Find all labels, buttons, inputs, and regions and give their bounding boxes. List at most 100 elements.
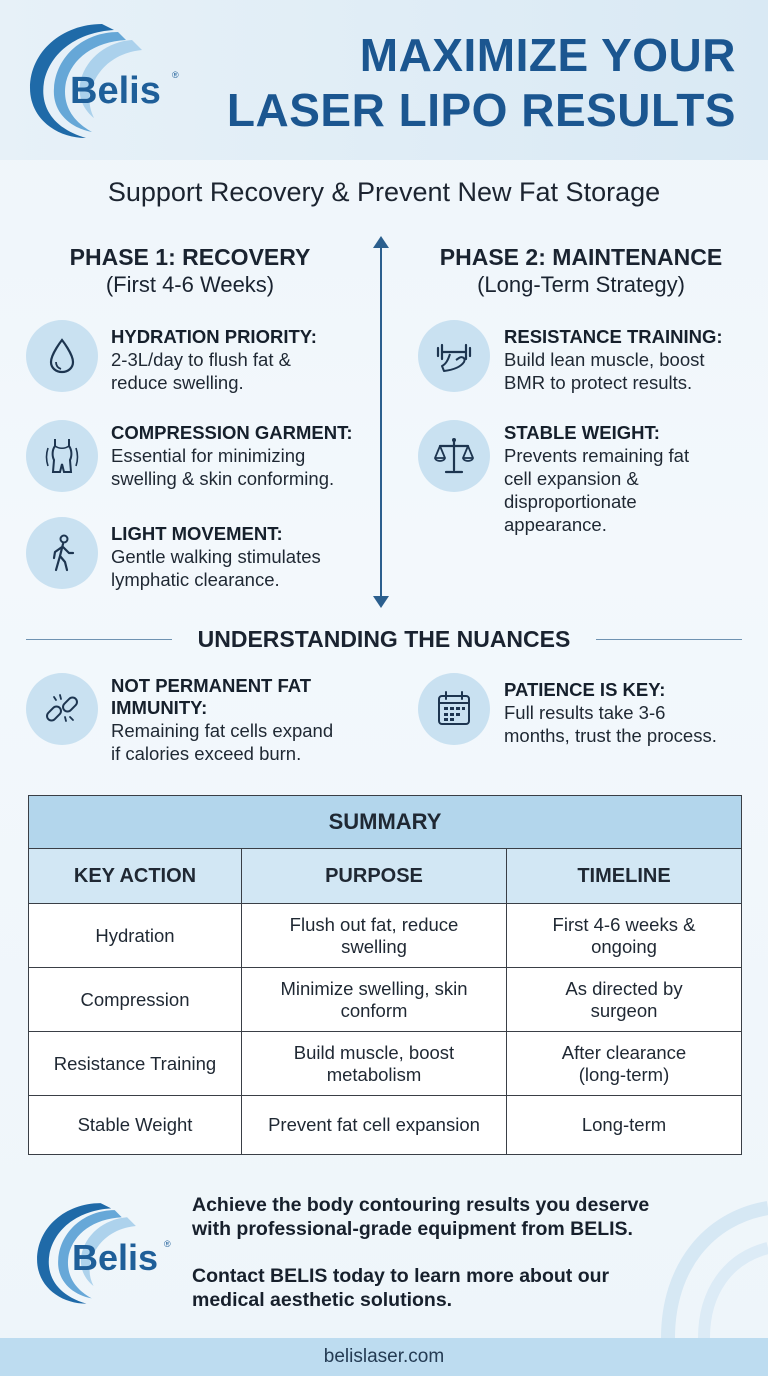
main-title: MAXIMIZE YOUR LASER LIPO RESULTS [176,28,736,138]
brand-logo: Belis ® [22,18,192,142]
cell-line: ongoing [591,935,657,957]
cell-action: Resistance Training [28,1031,242,1096]
cell-line: metabolism [326,1063,422,1085]
cell-line: Build muscle, boost [293,1041,455,1063]
item-body: Essential for minimizing swelling & skin… [111,444,334,490]
phase2-subtitle: (Long-Term Strategy) [477,272,685,297]
summary-title: SUMMARY [28,795,742,849]
cell-timeline: Long-term [506,1095,742,1155]
item-body-line: reduce swelling. [111,372,244,393]
column-header-purpose: PURPOSE [241,848,507,904]
main-title-line-1: MAXIMIZE YOUR [359,29,736,81]
item-body-line: Prevents remaining fat [504,445,690,466]
item-title: LIGHT MOVEMENT: [111,523,283,544]
footer-decorative-arcs-icon [661,1201,768,1338]
water-drop-icon [26,320,98,392]
item-body-line: swelling & skin conforming. [111,468,335,489]
item-body-line: Build lean muscle, boost [504,349,705,370]
item-title-line: NOT PERMANENT FAT [111,675,312,696]
item-title: HYDRATION PRIORITY: [111,326,317,347]
item-body-line: Gentle walking stimulates [111,546,321,567]
item-body-line: months, trust the process. [504,725,717,746]
item-body-line: BMR to protect results. [504,372,693,393]
cell-action: Compression [28,967,242,1032]
cell-line: conform [340,999,408,1021]
item-title-line: IMMUNITY: [111,697,208,718]
item-body: 2-3L/day to flush fat & reduce swelling. [111,348,291,394]
item-body-line: Remaining fat cells expand [111,720,334,741]
logo-swirl-icon [30,24,142,138]
cta-line: medical aesthetic solutions. [192,1289,453,1311]
header-banner: Belis ® MAXIMIZE YOUR LASER LIPO RESULTS [0,0,768,160]
logo-swirl-icon [37,1203,136,1304]
item-body: Remaining fat cells expand if calories e… [111,719,333,765]
nuance-line-right [596,639,742,640]
item-body: Prevents remaining fat cell expansion & … [504,444,689,536]
divider-arrow-down-icon [373,596,389,608]
cta-text-1: Achieve the body contouring results you … [192,1193,649,1241]
phase2-item-stable-weight: STABLE WEIGHT: Prevents remaining fat ce… [418,420,748,540]
cell-line: Long-term [581,1114,667,1135]
item-body: Gentle walking stimulates lymphatic clea… [111,545,321,591]
footer-brand-logo: Belis ® [30,1195,180,1310]
phase-divider [380,244,382,600]
footer-bar [0,1338,768,1376]
balance-scale-icon [418,420,490,492]
item-body-line: cell expansion & [504,468,639,489]
walking-person-icon [26,517,98,589]
cell-timeline: After clearance(long-term) [506,1031,742,1096]
item-title: COMPRESSION GARMENT: [111,422,353,443]
table-row: Stable Weight Prevent fat cell expansion… [28,1095,742,1155]
item-body-line: disproportionate [504,491,637,512]
website-link[interactable]: belislaser.com [323,1346,445,1367]
cell-purpose: Prevent fat cell expansion [241,1095,507,1155]
cell-line: surgeon [590,999,658,1021]
cta-text-2: Contact BELIS today to learn more about … [192,1264,609,1312]
cell-line: Prevent fat cell expansion [268,1114,480,1135]
dumbbell-arm-icon [418,320,490,392]
compression-garment-icon [26,420,98,492]
logo-wordmark: Belis [72,1237,159,1278]
item-title: PATIENCE IS KEY: [504,679,665,701]
phase1-item-movement: LIGHT MOVEMENT: Gentle walking stimulate… [26,517,376,597]
nuance-item-immunity: NOT PERMANENT FAT IMMUNITY: Remaining fa… [26,673,376,773]
phase2-title: PHASE 2: MAINTENANCE [439,244,723,270]
cell-action: Hydration [28,903,242,968]
item-title: RESISTANCE TRAINING: [504,326,723,347]
item-body: Full results take 3-6 months, trust the … [504,701,717,747]
column-header-timeline: TIMELINE [506,848,742,904]
cell-line: First 4-6 weeks & [552,913,696,935]
phase1-item-compression: COMPRESSION GARMENT: Essential for minim… [26,420,376,500]
item-body-line: appearance. [504,514,607,535]
registered-mark: ® [172,70,179,80]
item-title-line: PATIENCE IS KEY: [504,679,666,700]
cell-line: Flush out fat, reduce [289,913,459,935]
item-title: STABLE WEIGHT: [504,422,660,443]
item-body: Build lean muscle, boost BMR to protect … [504,348,705,394]
nuances-title: UNDERSTANDING THE NUANCES [197,626,571,652]
item-body-line: if calories exceed burn. [111,743,302,764]
cta-line: with professional-grade equipment from B… [192,1218,633,1240]
item-title: NOT PERMANENT FAT IMMUNITY: [111,675,311,719]
phase1-subtitle: (First 4-6 Weeks) [105,272,275,297]
column-header-key-action: KEY ACTION [28,848,242,904]
cell-line: As directed by [565,977,683,999]
phase2-item-resistance: RESISTANCE TRAINING: Build lean muscle, … [418,320,748,400]
registered-mark: ® [164,1239,171,1249]
nuance-line-left [26,639,172,640]
phase1-title: PHASE 1: RECOVERY [69,244,311,270]
broken-chain-icon [26,673,98,745]
logo-wordmark: Belis [70,70,161,112]
page-subtitle: Support Recovery & Prevent New Fat Stora… [107,177,661,207]
item-body-line: lymphatic clearance. [111,569,280,590]
cta-line: Contact BELIS today to learn more about … [192,1265,610,1287]
phase1-item-hydration: HYDRATION PRIORITY: 2-3L/day to flush fa… [26,320,376,400]
cell-line: After clearance [561,1041,687,1063]
cell-line: Minimize swelling, skin [280,977,468,999]
